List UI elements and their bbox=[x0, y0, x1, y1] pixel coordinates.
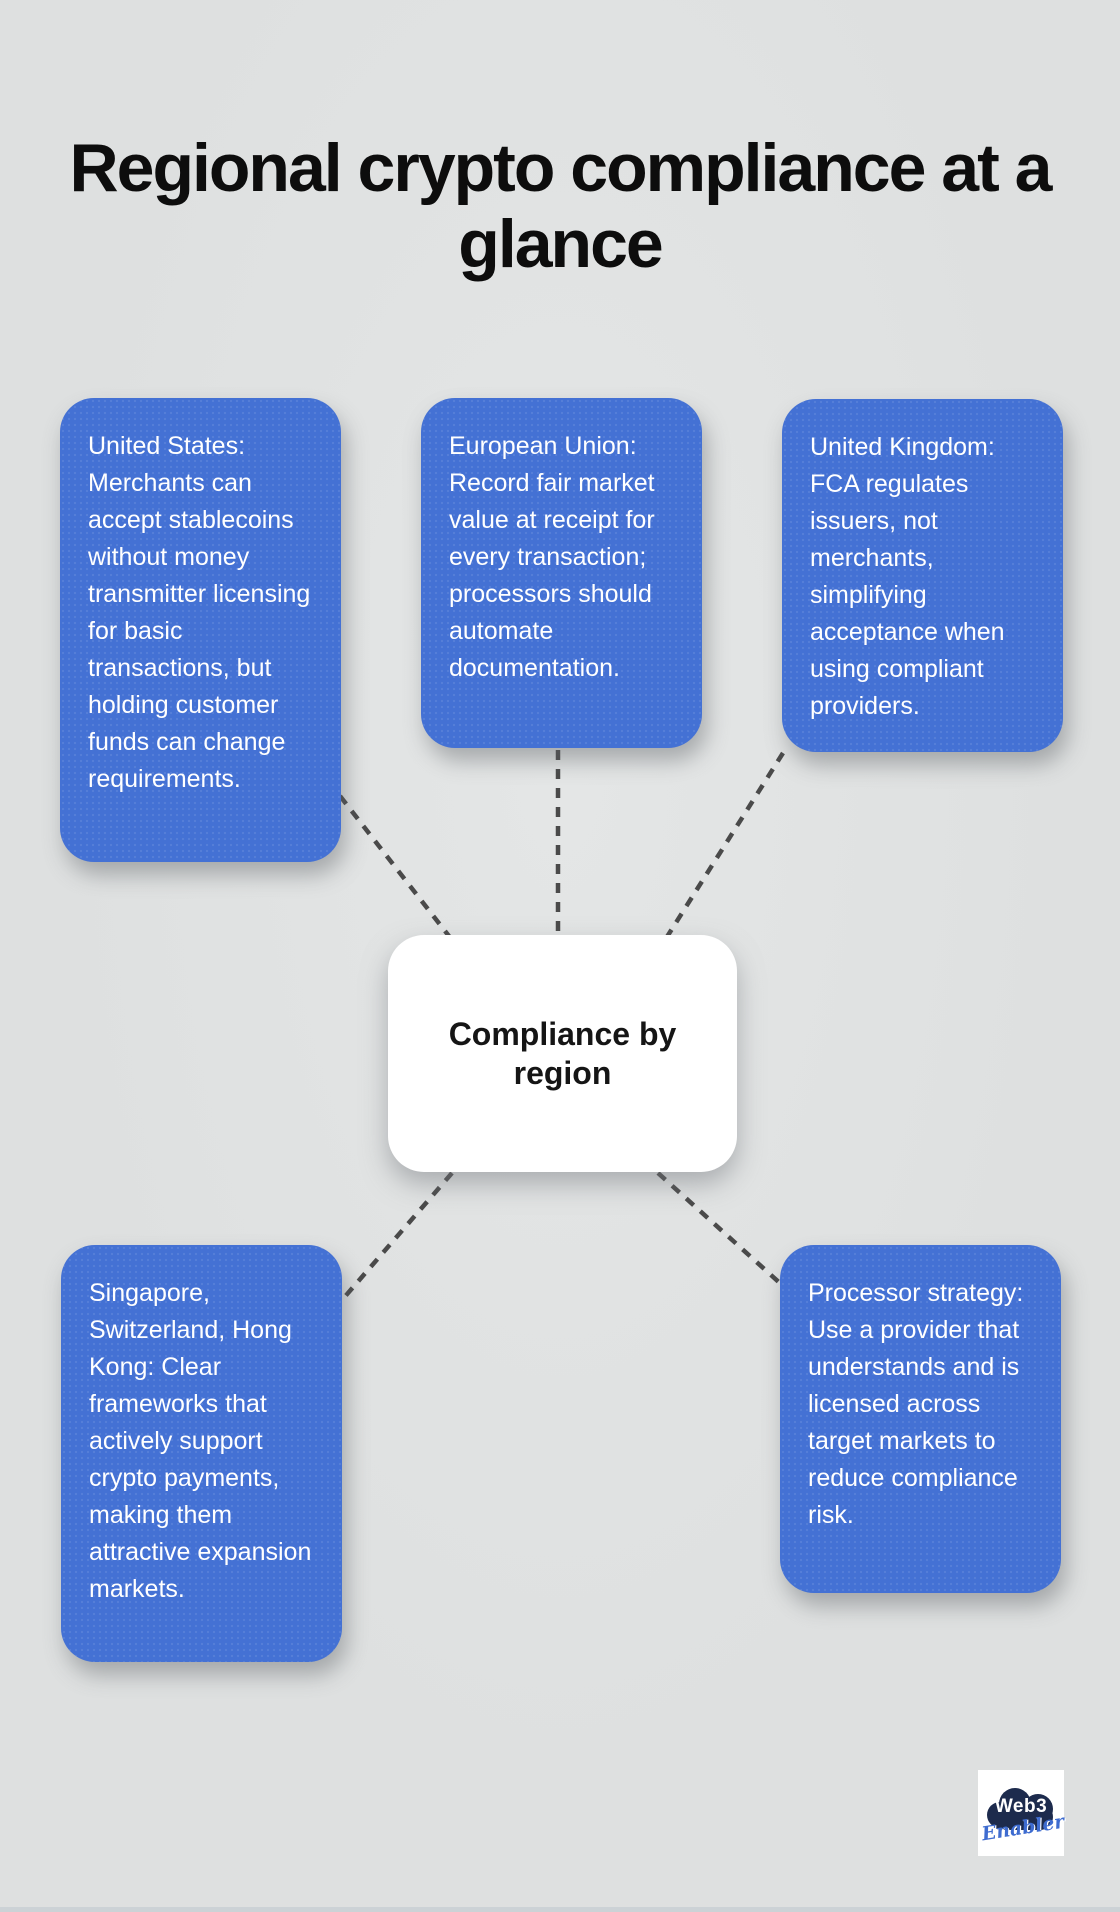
node-european-union-text: European Union: Record fair market value… bbox=[449, 432, 655, 682]
cloud-icon bbox=[987, 1788, 1055, 1830]
node-processor-strategy-text: Processor strategy: Use a provider that … bbox=[808, 1279, 1024, 1529]
connector-uk-center bbox=[663, 751, 785, 942]
node-european-union: European Union: Record fair market value… bbox=[421, 398, 702, 748]
node-processor-strategy: Processor strategy: Use a provider that … bbox=[780, 1245, 1061, 1593]
node-united-states: United States: Merchants can accept stab… bbox=[60, 398, 341, 862]
connector-center-asia bbox=[340, 1171, 454, 1302]
logo-word: Web3 bbox=[994, 1796, 1048, 1817]
web3-enabler-logo: Web3 Enabler bbox=[978, 1770, 1066, 1856]
center-node-label: Compliance by region bbox=[448, 1015, 677, 1091]
node-united-kingdom: United Kingdom: FCA regulates issuers, n… bbox=[782, 399, 1063, 752]
node-united-states-text: United States: Merchants can accept stab… bbox=[88, 432, 311, 793]
node-asia-hubs-text: Singapore, Switzerland, Hong Kong: Clear… bbox=[89, 1279, 312, 1603]
connector-center-proc bbox=[656, 1171, 784, 1287]
node-united-kingdom-text: United Kingdom: FCA regulates issuers, n… bbox=[810, 433, 1005, 720]
connector-us-center bbox=[338, 794, 454, 942]
node-asia-hubs: Singapore, Switzerland, Hong Kong: Clear… bbox=[61, 1245, 342, 1662]
page-title: Regional crypto compliance at a glance bbox=[69, 129, 1053, 282]
center-node: Compliance by region bbox=[388, 935, 737, 1172]
bottom-edge-strip bbox=[0, 1907, 1120, 1912]
